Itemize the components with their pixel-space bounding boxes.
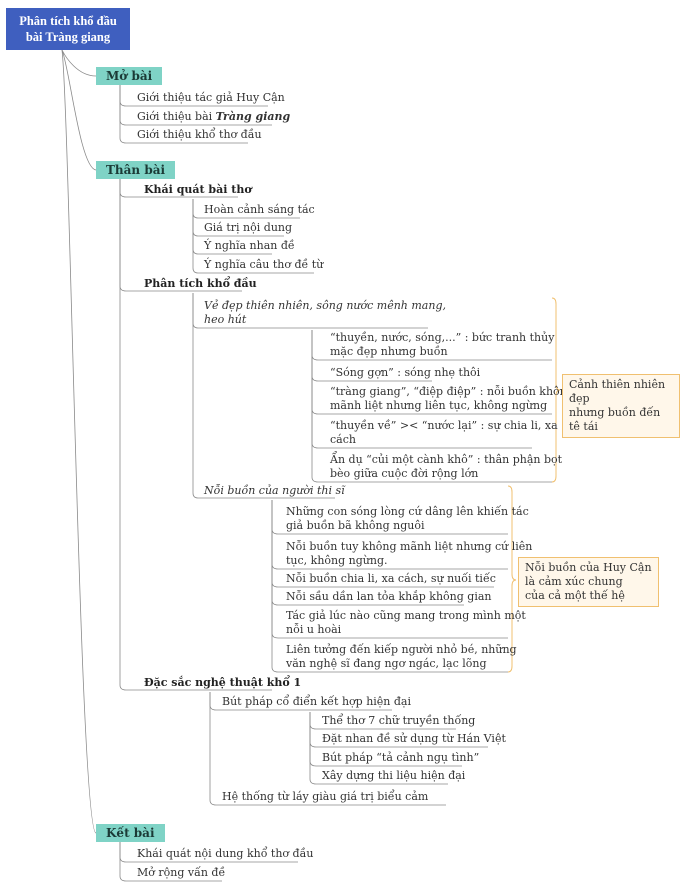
- noi-buon-item-2-l1: Nỗi buồn tuy không mãnh liệt nhưng cứ li…: [286, 540, 533, 553]
- ve-dep-item-5-l1: Ẩn dụ “củi một cành khô” : thân phận bọt: [330, 453, 563, 466]
- noi-buon-note-l2: là cảm xúc chung: [525, 575, 623, 588]
- ve-dep-item-4[interactable]: “thuyền về” >< “nước lại” : sự chia li, …: [330, 419, 558, 447]
- ve-dep-node[interactable]: Vẻ đẹp thiên nhiên, sông nước mênh mang,…: [204, 299, 446, 327]
- noi-buon-item-6-l2: văn nghệ sĩ đang ngơ ngác, lạc lõng: [286, 657, 487, 670]
- ve-dep-item-4-l2: cách: [330, 433, 356, 446]
- he-thong-tu-lay-node[interactable]: Hệ thống từ láy giàu giá trị biểu cảm: [222, 790, 429, 803]
- khai-quat-item-4[interactable]: Ý nghĩa câu thơ đề từ: [204, 258, 324, 271]
- phan-tich-node[interactable]: Phân tích khổ đầu: [144, 277, 257, 290]
- root-title-line2: bài Tràng giang: [25, 30, 111, 44]
- root-title-line1: Phân tích khổ đầu: [19, 14, 117, 28]
- nghe-thuat-node[interactable]: Đặc sắc nghệ thuật khổ 1: [144, 676, 302, 689]
- ve-dep-item-3-l1: “tràng giang”, “điệp điệp” : nỗi buồn kh…: [330, 385, 574, 398]
- ve-dep-item-1[interactable]: “thuyền, nước, sóng,...” : bức tranh thủ…: [330, 331, 554, 359]
- noi-buon-node[interactable]: Nỗi buồn của người thi sĩ: [204, 484, 345, 497]
- ve-dep-item-5-l2: bèo giữa cuộc đời rộng lớn: [330, 467, 479, 480]
- but-phap-node[interactable]: Bút pháp cổ điển kết hợp hiện đại: [222, 695, 412, 708]
- noi-buon-item-6-l1: Liên tưởng đến kiếp người nhỏ bé, những: [286, 643, 517, 656]
- noi-buon-note-l3: của cả một thế hệ: [525, 589, 625, 602]
- noi-buon-item-2-l2: tục, không ngừng.: [286, 554, 388, 567]
- noi-buon-note-l1: Nỗi buồn của Huy Cận: [525, 561, 652, 574]
- noi-buon-item-5-l2: nỗi u hoài: [286, 623, 342, 636]
- ve-dep-item-1-l2: mặc đẹp nhưng buồn: [330, 345, 448, 358]
- mo-bai-item-author[interactable]: Giới thiệu tác giả Huy Cận: [137, 91, 285, 104]
- noi-buon-item-3[interactable]: Nỗi buồn chia li, xa cách, sự nuối tiếc: [286, 572, 496, 585]
- ve-dep-note-l2: nhưng buồn đến tê tái: [569, 406, 661, 433]
- root-node[interactable]: Phân tích khổ đầu bài Tràng giang: [6, 8, 130, 50]
- noi-buon-item-1-l2: giả buồn bã không nguôi: [286, 519, 425, 532]
- mo-bai-item-poem[interactable]: Giới thiệu bài Tràng giang: [137, 110, 290, 124]
- ve-dep-item-4-l1: “thuyền về” >< “nước lại” : sự chia li, …: [330, 419, 558, 432]
- khai-quat-item-2[interactable]: Giá trị nội dung: [204, 221, 293, 234]
- ve-dep-item-5[interactable]: Ẩn dụ “củi một cành khô” : thân phận bọt…: [330, 453, 562, 481]
- ve-dep-item-1-l1: “thuyền, nước, sóng,...” : bức tranh thủ…: [330, 331, 555, 344]
- ve-dep-item-3-l2: mãnh liệt nhưng liên tục, không ngừng: [330, 399, 548, 412]
- ve-dep-line1: Vẻ đẹp thiên nhiên, sông nước mênh mang,: [204, 299, 446, 312]
- mo-bai-item-poem-text: Giới thiệu bài: [137, 110, 216, 123]
- khai-quat-node[interactable]: Khái quát bài thơ: [144, 183, 252, 196]
- ve-dep-item-2[interactable]: “Sóng gợn” : sóng nhẹ thôi: [330, 366, 481, 379]
- noi-buon-item-4[interactable]: Nỗi sầu dần lan tỏa khắp không gian: [286, 590, 492, 603]
- nghe-thuat-sub-1[interactable]: Thể thơ 7 chữ truyền thống: [322, 714, 476, 727]
- noi-buon-item-1-l1: Những con sóng lòng cứ dâng lên khiến tá…: [286, 505, 529, 518]
- section-than-bai[interactable]: Thân bài: [96, 161, 176, 179]
- section-ket-bai[interactable]: Kết bài: [96, 824, 165, 842]
- ve-dep-item-3[interactable]: “tràng giang”, “điệp điệp” : nỗi buồn kh…: [330, 385, 574, 413]
- section-mo-bai[interactable]: Mở bài: [96, 67, 163, 85]
- khai-quat-item-3[interactable]: Ý nghĩa nhan đề: [204, 239, 295, 252]
- ve-dep-line2: heo hút: [204, 313, 247, 326]
- noi-buon-item-2[interactable]: Nỗi buồn tuy không mãnh liệt nhưng cứ li…: [286, 540, 532, 568]
- nghe-thuat-sub-2[interactable]: Đặt nhan đề sử dụng từ Hán Việt: [322, 732, 506, 745]
- poem-title: Tràng giang: [215, 110, 291, 123]
- nghe-thuat-sub-3[interactable]: Bút pháp “tả cảnh ngụ tình”: [322, 751, 480, 764]
- khai-quat-item-1[interactable]: Hoàn cảnh sáng tác: [204, 203, 315, 216]
- nghe-thuat-sub-4[interactable]: Xây dựng thi liệu hiện đại: [322, 769, 466, 782]
- ket-bai-item-1[interactable]: Khái quát nội dung khổ thơ đầu: [137, 847, 314, 860]
- ket-bai-item-2[interactable]: Mở rộng vấn đề: [137, 866, 226, 879]
- noi-buon-item-5-l1: Tác giả lúc nào cũng mang trong mình một: [286, 609, 526, 622]
- noi-buon-item-5[interactable]: Tác giả lúc nào cũng mang trong mình một…: [286, 609, 526, 637]
- ve-dep-note-l1: Cảnh thiên nhiên đẹp: [569, 378, 666, 405]
- mo-bai-item-stanza[interactable]: Giới thiệu khổ thơ đầu: [137, 128, 262, 141]
- noi-buon-item-1[interactable]: Những con sóng lòng cứ dâng lên khiến tá…: [286, 505, 529, 533]
